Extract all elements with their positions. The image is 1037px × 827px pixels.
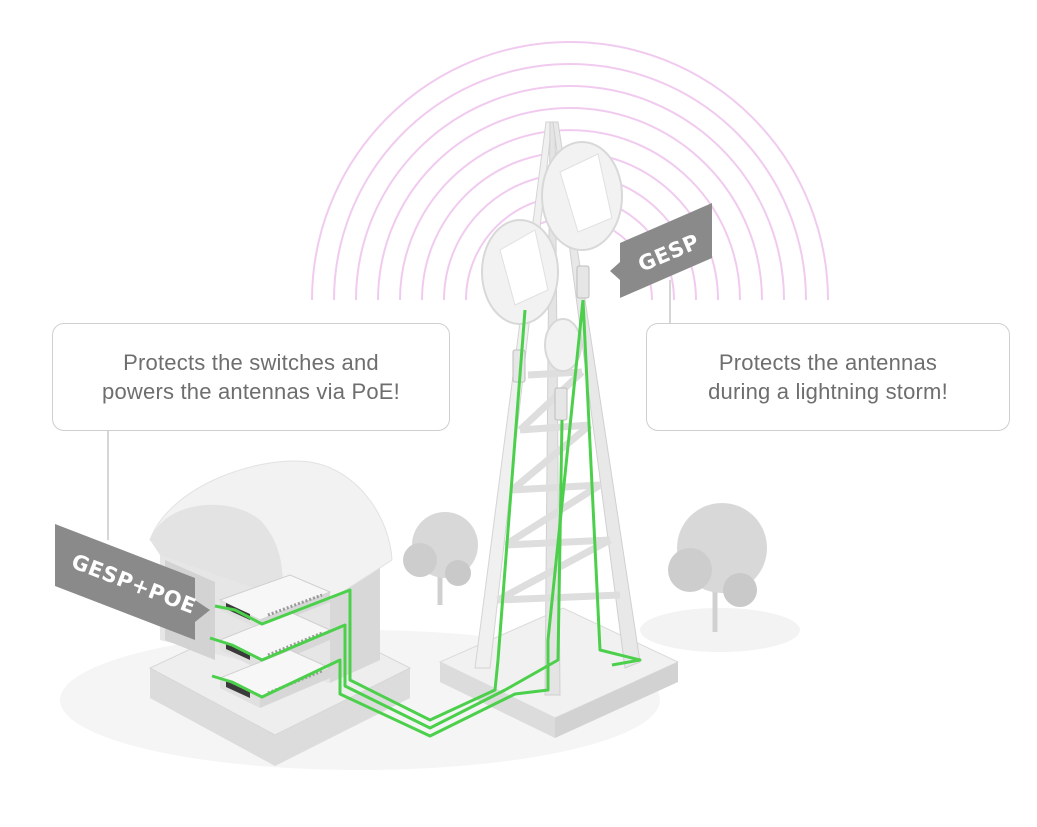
antenna-dish-1 [481,219,559,325]
tree-right [668,503,767,632]
callout-right-line-2: during a lightning storm! [708,379,948,404]
callout-leader-lines [107,280,671,540]
antenna-dish-2 [541,141,623,251]
callout-right-line-1: Protects the antennas [718,350,938,375]
gesp-tag: GESP [610,203,712,298]
callout-left-line-1: Protects the switches and [123,350,379,375]
tower-surge-protectors [512,265,590,421]
callout-left-line-2: powers the antennas via PoE! [102,379,400,404]
antenna-dishes [481,141,623,372]
callout-switch-protection: Protects the switches and powers the ant… [52,323,450,431]
ethernet-cables [209,299,642,738]
antenna-dish-3 [544,318,582,372]
tree-left [403,512,478,605]
callout-antenna-protection: Protects the antennas during a lightning… [646,323,1010,431]
switch-3 [218,649,332,708]
